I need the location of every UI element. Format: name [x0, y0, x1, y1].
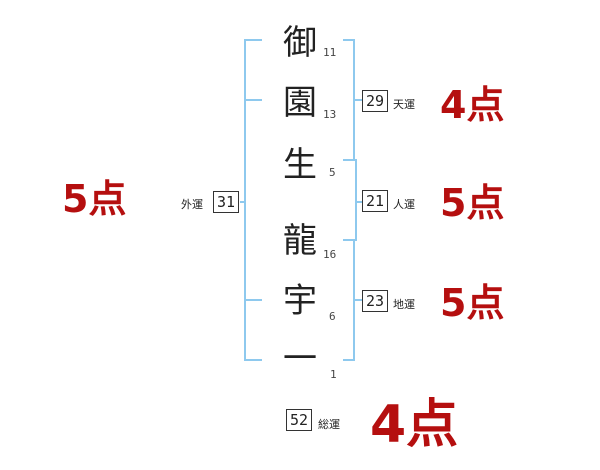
stroke-count-6: 1 [330, 368, 337, 381]
name-char-1: 御 [283, 23, 317, 63]
stroke-count-2: 13 [323, 108, 337, 121]
tenun-label: 天運 [393, 98, 415, 111]
chiun-score: 5点 [440, 281, 505, 325]
name-char-4: 龍 [283, 221, 317, 261]
stroke-count-3: 5 [329, 166, 336, 179]
chiun-label: 地運 [393, 298, 415, 311]
jinun-value-box: 21 [362, 190, 388, 212]
souun-value-box: 52 [286, 409, 312, 431]
gaiun-value-box: 31 [213, 191, 239, 213]
chiun-value-box: 23 [362, 290, 388, 312]
stroke-count-5: 6 [329, 310, 336, 323]
tenun-value-box: 29 [362, 90, 388, 112]
tenun-score: 4点 [440, 83, 505, 127]
souun-score: 4点 [370, 395, 459, 455]
gaiun-label: 外運 [181, 198, 203, 211]
name-char-6: 一 [283, 339, 317, 379]
gaiun-score: 5点 [62, 177, 127, 221]
stroke-count-4: 16 [323, 248, 337, 261]
souun-label: 総運 [318, 418, 340, 431]
name-char-3: 生 [283, 145, 317, 185]
stroke-count-1: 11 [323, 46, 337, 59]
name-char-5: 宇 [283, 281, 317, 321]
jinun-score: 5点 [440, 181, 505, 225]
jinun-label: 人運 [393, 198, 415, 211]
name-char-2: 園 [283, 83, 317, 123]
